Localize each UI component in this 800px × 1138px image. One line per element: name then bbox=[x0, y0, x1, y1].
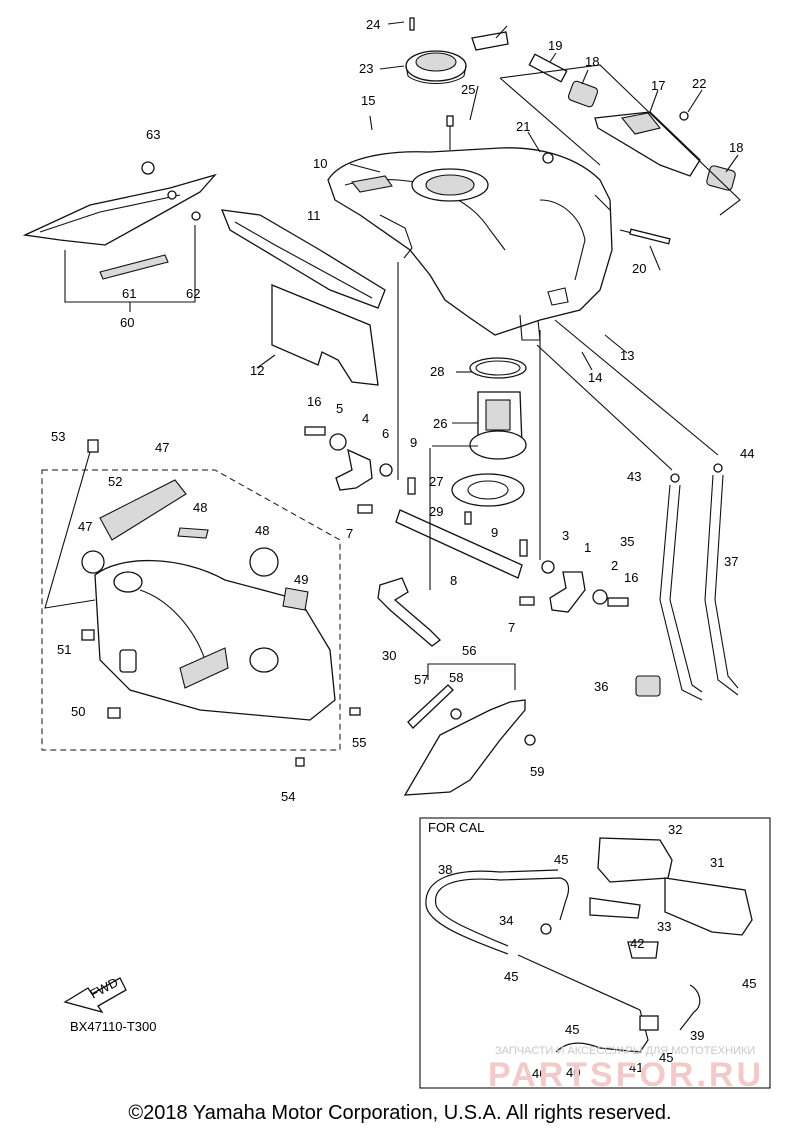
part-label: 24 bbox=[366, 17, 380, 32]
part-label: 36 bbox=[594, 679, 608, 694]
part-label: 45 bbox=[742, 976, 756, 991]
part-label: 18 bbox=[729, 140, 743, 155]
part-label: 9 bbox=[410, 435, 417, 450]
watermark-logo: PARTSFOR.RU bbox=[488, 1056, 764, 1094]
mounting-parts bbox=[304, 262, 629, 647]
part-label: 39 bbox=[690, 1028, 704, 1043]
part-label: 15 bbox=[361, 93, 375, 108]
part-label: 61 bbox=[122, 286, 136, 301]
part-label: 53 bbox=[51, 429, 65, 444]
part-label: 9 bbox=[491, 525, 498, 540]
part-label: 45 bbox=[554, 852, 568, 867]
part-label: 8 bbox=[450, 573, 457, 588]
part-label: 7 bbox=[346, 526, 353, 541]
part-label: 23 bbox=[359, 61, 373, 76]
drain-hoses bbox=[536, 319, 739, 701]
side-cover bbox=[22, 161, 217, 312]
part-label: 29 bbox=[429, 504, 443, 519]
part-label: 5 bbox=[336, 401, 343, 416]
copyright-notice: ©2018 Yamaha Motor Corporation, U.S.A. A… bbox=[128, 1102, 672, 1124]
part-label: 4 bbox=[362, 411, 369, 426]
part-label: 40 bbox=[566, 1065, 580, 1080]
part-label: 52 bbox=[108, 474, 122, 489]
variant-label: FOR CAL bbox=[428, 820, 484, 835]
part-label: 37 bbox=[724, 554, 738, 569]
part-label: 33 bbox=[657, 919, 671, 934]
part-label: 38 bbox=[438, 862, 452, 877]
part-label: 20 bbox=[632, 261, 646, 276]
part-label: 57 bbox=[414, 672, 428, 687]
part-label: 42 bbox=[630, 936, 644, 951]
drawing-code: BX47110-T300 bbox=[70, 1019, 157, 1034]
part-label: 19 bbox=[548, 38, 562, 53]
part-label: 49 bbox=[294, 572, 308, 587]
part-label: 13 bbox=[620, 348, 634, 363]
part-label: 18 bbox=[585, 54, 599, 69]
tank-cover-group bbox=[41, 439, 361, 767]
part-label: 21 bbox=[516, 119, 530, 134]
part-label: 14 bbox=[588, 370, 602, 385]
part-label: 17 bbox=[651, 78, 665, 93]
for-cal-box bbox=[419, 817, 771, 1089]
part-label: 46 bbox=[532, 1066, 546, 1081]
part-label: 43 bbox=[627, 469, 641, 484]
forward-arrow-icon: FWD bbox=[63, 975, 127, 1014]
part-label: 48 bbox=[255, 523, 269, 538]
part-label: 11 bbox=[307, 208, 321, 223]
part-label: 48 bbox=[193, 500, 207, 515]
part-label: 51 bbox=[57, 642, 71, 657]
part-label: 35 bbox=[620, 534, 634, 549]
part-label: 47 bbox=[155, 440, 169, 455]
fuel-tank bbox=[327, 147, 613, 341]
part-label: 25 bbox=[461, 82, 475, 97]
part-label: 16 bbox=[624, 570, 638, 585]
part-label: 45 bbox=[565, 1022, 579, 1037]
part-label: 12 bbox=[250, 363, 264, 378]
part-label: 31 bbox=[710, 855, 724, 870]
part-label: 26 bbox=[433, 416, 447, 431]
insulator-parts bbox=[220, 209, 386, 386]
part-label: 50 bbox=[71, 704, 85, 719]
watermark-text: ЗАПЧАСТИ И АКСЕССУАРЫ ДЛЯ МОТОТЕХНИКИ bbox=[495, 1045, 755, 1057]
part-label: 45 bbox=[504, 969, 518, 984]
part-label: 34 bbox=[499, 913, 513, 928]
part-label: 2 bbox=[611, 558, 618, 573]
part-label: 7 bbox=[508, 620, 515, 635]
part-label: 28 bbox=[430, 364, 444, 379]
part-label: 10 bbox=[313, 156, 327, 171]
part-label: 30 bbox=[382, 648, 396, 663]
part-label: 6 bbox=[382, 426, 389, 441]
part-label: 45 bbox=[659, 1050, 673, 1065]
part-label: 1 bbox=[584, 540, 591, 555]
part-label: 44 bbox=[740, 446, 754, 461]
tank-cap-assembly bbox=[405, 17, 509, 150]
side-panel-group bbox=[403, 663, 536, 796]
part-label: 54 bbox=[281, 789, 295, 804]
part-label: 62 bbox=[186, 286, 200, 301]
part-label: 16 bbox=[307, 394, 321, 409]
part-number-labels: 1 2 3 4 5 6 7 7 8 9 9 10 11 12 13 14 15 … bbox=[51, 17, 756, 1081]
part-label: 59 bbox=[530, 764, 544, 779]
part-label: 3 bbox=[562, 528, 569, 543]
part-label: 27 bbox=[429, 474, 443, 489]
part-label: 47 bbox=[78, 519, 92, 534]
leader-lines bbox=[256, 21, 739, 424]
part-label: 63 bbox=[146, 127, 160, 142]
part-label: 41 bbox=[629, 1060, 643, 1075]
part-label: 55 bbox=[352, 735, 366, 750]
part-label: 58 bbox=[449, 670, 463, 685]
part-label: 22 bbox=[692, 76, 706, 91]
fuel-pump-assembly bbox=[432, 357, 527, 525]
part-label: 60 bbox=[120, 315, 134, 330]
part-label: 56 bbox=[462, 643, 476, 658]
part-label: 32 bbox=[668, 822, 682, 837]
